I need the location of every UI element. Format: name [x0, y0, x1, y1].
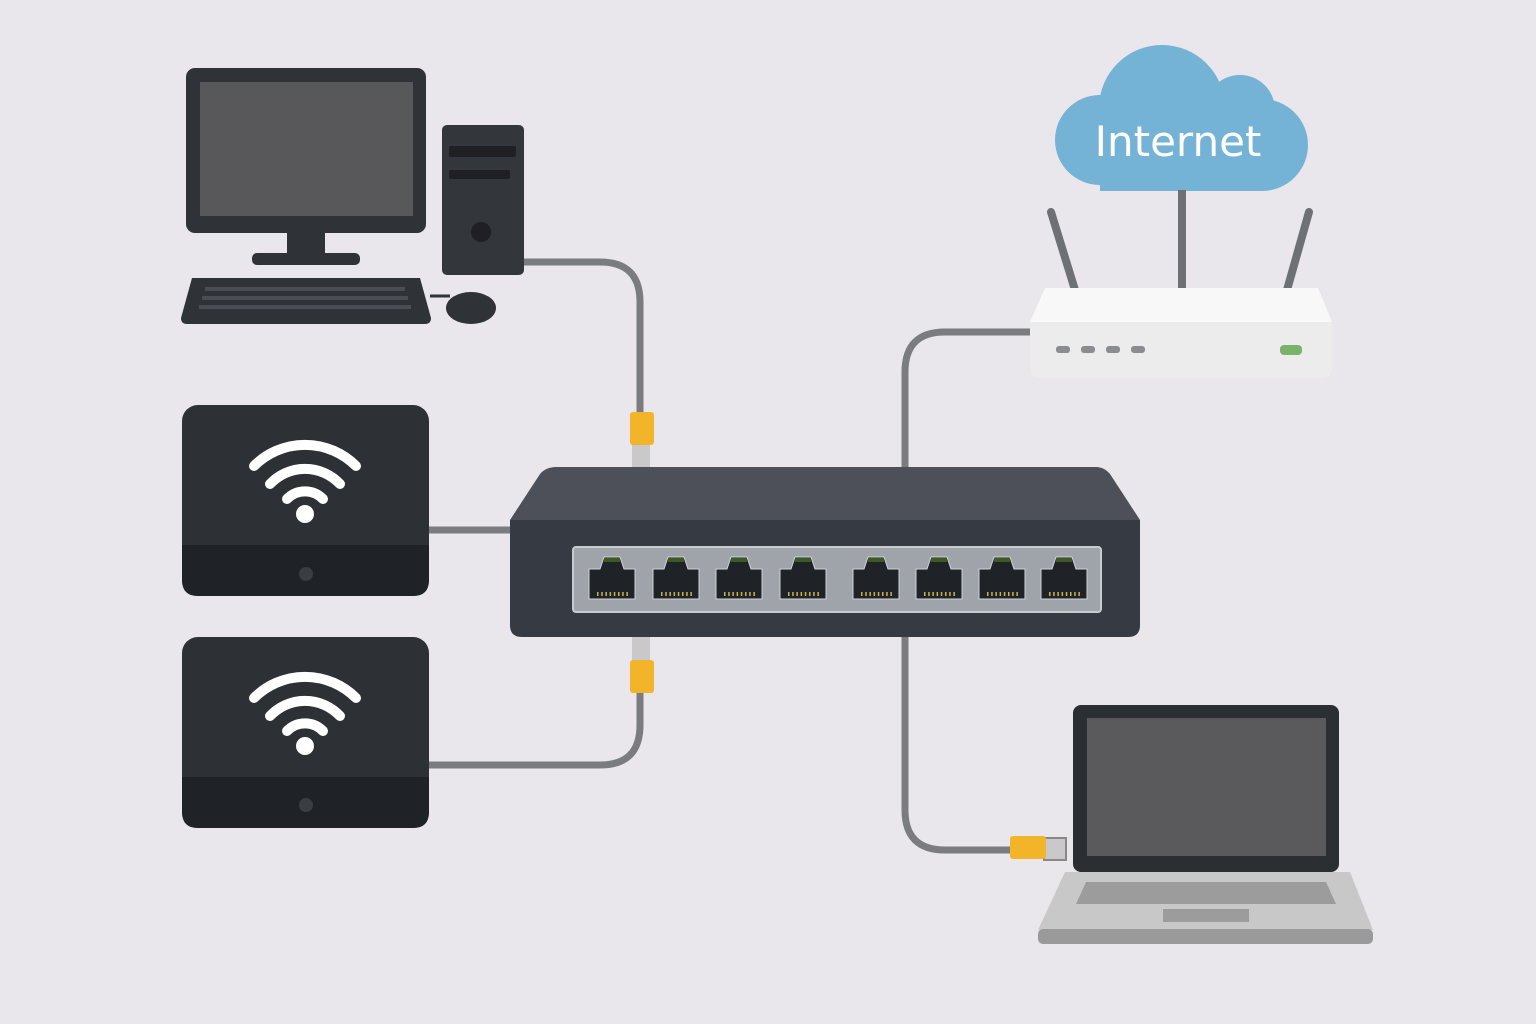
laptop-screen [1087, 718, 1326, 856]
cable-router-switch [901, 328, 1034, 474]
network-switch [510, 467, 1140, 637]
laptop [1038, 705, 1373, 944]
ethernet-port [652, 556, 700, 600]
desktop-computer [181, 68, 524, 324]
internet-label: Internet [1095, 117, 1262, 166]
wifi-icon [249, 439, 361, 504]
mouse [446, 292, 496, 324]
drive-bay [449, 146, 516, 157]
antenna [1283, 208, 1313, 294]
ethernet-port [852, 556, 900, 600]
antenna [1047, 208, 1079, 294]
plug-ap2 [632, 637, 650, 661]
ethernet-port [779, 556, 827, 600]
wireless-access-point-1 [182, 405, 429, 596]
plug-desktop [632, 444, 650, 468]
router-leds [1056, 346, 1145, 353]
cable-desktop-switch [520, 258, 644, 416]
cable-ap2-switch [425, 688, 644, 769]
monitor-screen [200, 82, 413, 216]
ethernet-port [1040, 556, 1088, 600]
ethernet-port [715, 556, 763, 600]
keyboard [181, 278, 431, 324]
wifi-icon [249, 671, 361, 736]
status-light [299, 798, 313, 812]
ethernet-port [915, 556, 963, 600]
router [1030, 208, 1332, 378]
ethernet-port [588, 556, 636, 600]
ethernet-port [978, 556, 1026, 600]
drive-bay [449, 170, 510, 179]
status-light [299, 567, 313, 581]
power-button-icon [471, 222, 491, 242]
power-led [1280, 345, 1302, 355]
connector-desktop [630, 412, 654, 445]
monitor-stand [287, 232, 325, 255]
connector-laptop [1010, 836, 1046, 859]
internet-cloud: Internet [1055, 45, 1308, 191]
keyboard-keys [199, 287, 411, 309]
cable-switch-laptop [901, 630, 1016, 854]
monitor-base [252, 253, 360, 265]
plug-laptop [1043, 837, 1067, 861]
pc-tower [442, 125, 524, 275]
wireless-access-point-2 [182, 637, 429, 828]
connector-ap2 [630, 660, 654, 693]
port-panel [572, 546, 1102, 613]
laptop-keyboard [1076, 882, 1336, 904]
touchpad [1163, 909, 1249, 922]
